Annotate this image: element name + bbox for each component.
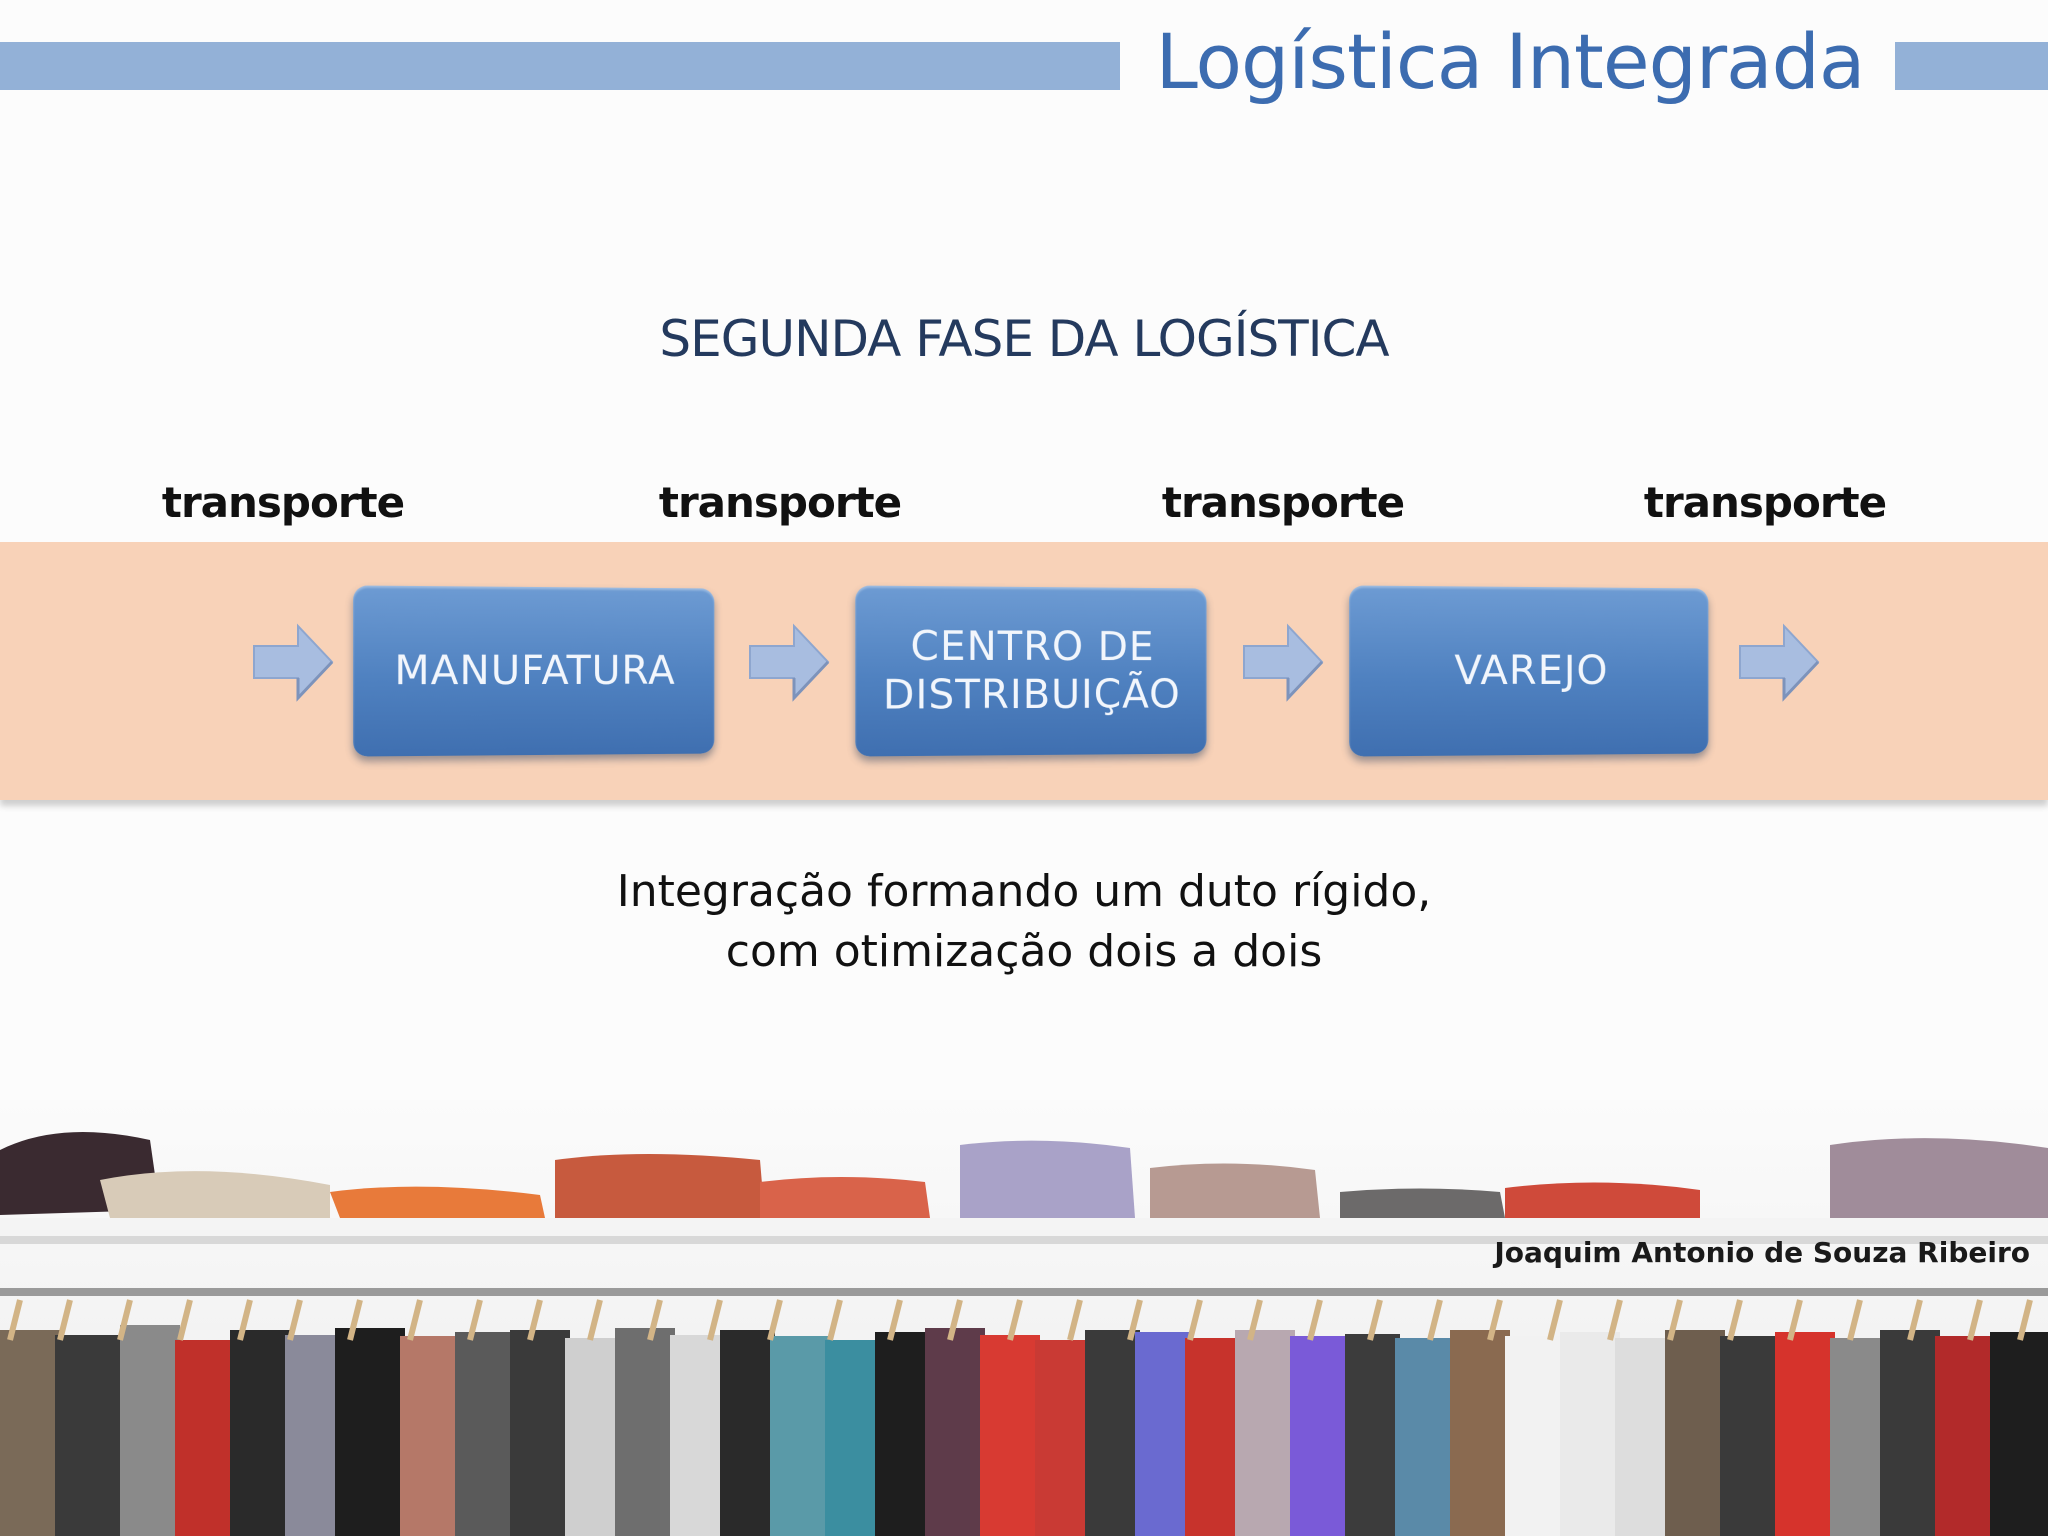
- header-bar-right: [1895, 42, 2048, 90]
- caption-line1: Integração formando um duto rígido,: [616, 866, 1432, 917]
- stage-centro-distribuicao: CENTRO DE DISTRIBUIÇÃO: [855, 585, 1207, 757]
- wooden-hangers: [7, 1299, 2033, 1341]
- stage-label-line1: CENTRO DE: [910, 623, 1155, 671]
- slide-title: Logística Integrada: [1155, 17, 1866, 106]
- caption: Integração formando um duto rígido, com …: [0, 862, 2048, 982]
- header-bar-left: [0, 42, 1120, 90]
- right-arrow-icon: [253, 623, 334, 702]
- transport-label-2: transporte: [658, 478, 902, 527]
- clothing-store-photo: [0, 1100, 2048, 1536]
- right-arrow-icon: [1739, 623, 1820, 702]
- phase-subtitle: SEGUNDA FASE DA LOGÍSTICA: [659, 310, 1389, 368]
- hanging-clothes-rack: [0, 1325, 2048, 1536]
- caption-line2: com otimização dois a dois: [725, 926, 1323, 977]
- transport-label-3: transporte: [1161, 478, 1405, 527]
- stage-varejo: VAREJO: [1349, 585, 1709, 757]
- transport-label-4: transporte: [1643, 478, 1887, 527]
- author-credit: Joaquim Antonio de Souza Ribeiro: [1494, 1236, 2030, 1269]
- right-arrow-icon: [1243, 623, 1324, 702]
- stage-label-line2: DISTRIBUIÇÃO: [882, 671, 1181, 719]
- stage-label-line1: VAREJO: [1454, 647, 1609, 695]
- right-arrow-icon: [749, 623, 830, 702]
- stage-label-line1: MANUFATURA: [394, 647, 676, 695]
- transport-label-1: transporte: [161, 478, 405, 527]
- stage-manufatura: MANUFATURA: [353, 585, 715, 757]
- folded-clothes-stacks: [0, 1132, 2048, 1220]
